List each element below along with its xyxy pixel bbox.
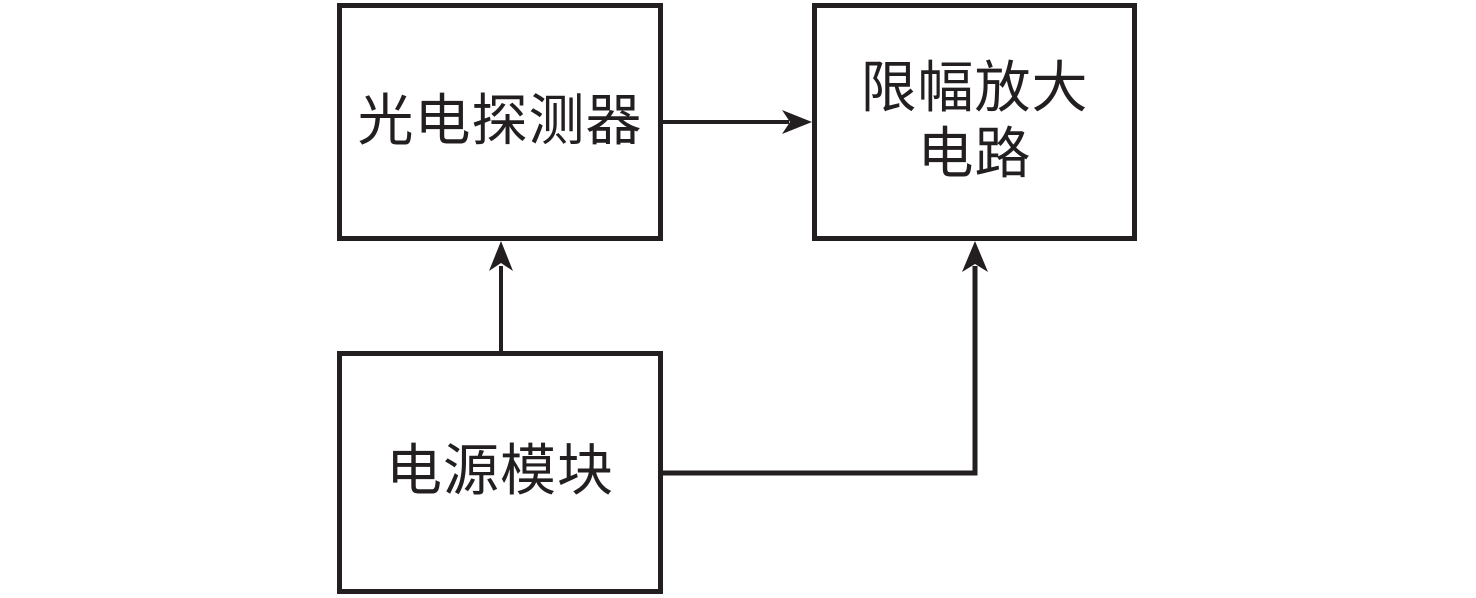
connector-path-elbow: [663, 266, 978, 476]
connector-power-to-amplifier: [663, 241, 988, 476]
block-power-module[interactable]: 电源模块: [337, 351, 663, 594]
connector-photodetector-to-amplifier: [663, 110, 812, 134]
block-amplifier-label: 限幅放大 电路: [860, 55, 1089, 187]
block-photodetector[interactable]: 光电探测器: [337, 3, 663, 241]
arrowhead-right-icon: [782, 110, 812, 134]
arrowhead-up-icon: [489, 241, 513, 271]
block-photodetector-label: 光电探测器: [357, 88, 643, 154]
connector-power-to-photodetector: [489, 241, 513, 351]
arrowhead-up-icon: [962, 241, 988, 272]
block-power-module-label: 电源模块: [386, 439, 614, 505]
block-amplifier[interactable]: 限幅放大 电路: [812, 3, 1137, 241]
